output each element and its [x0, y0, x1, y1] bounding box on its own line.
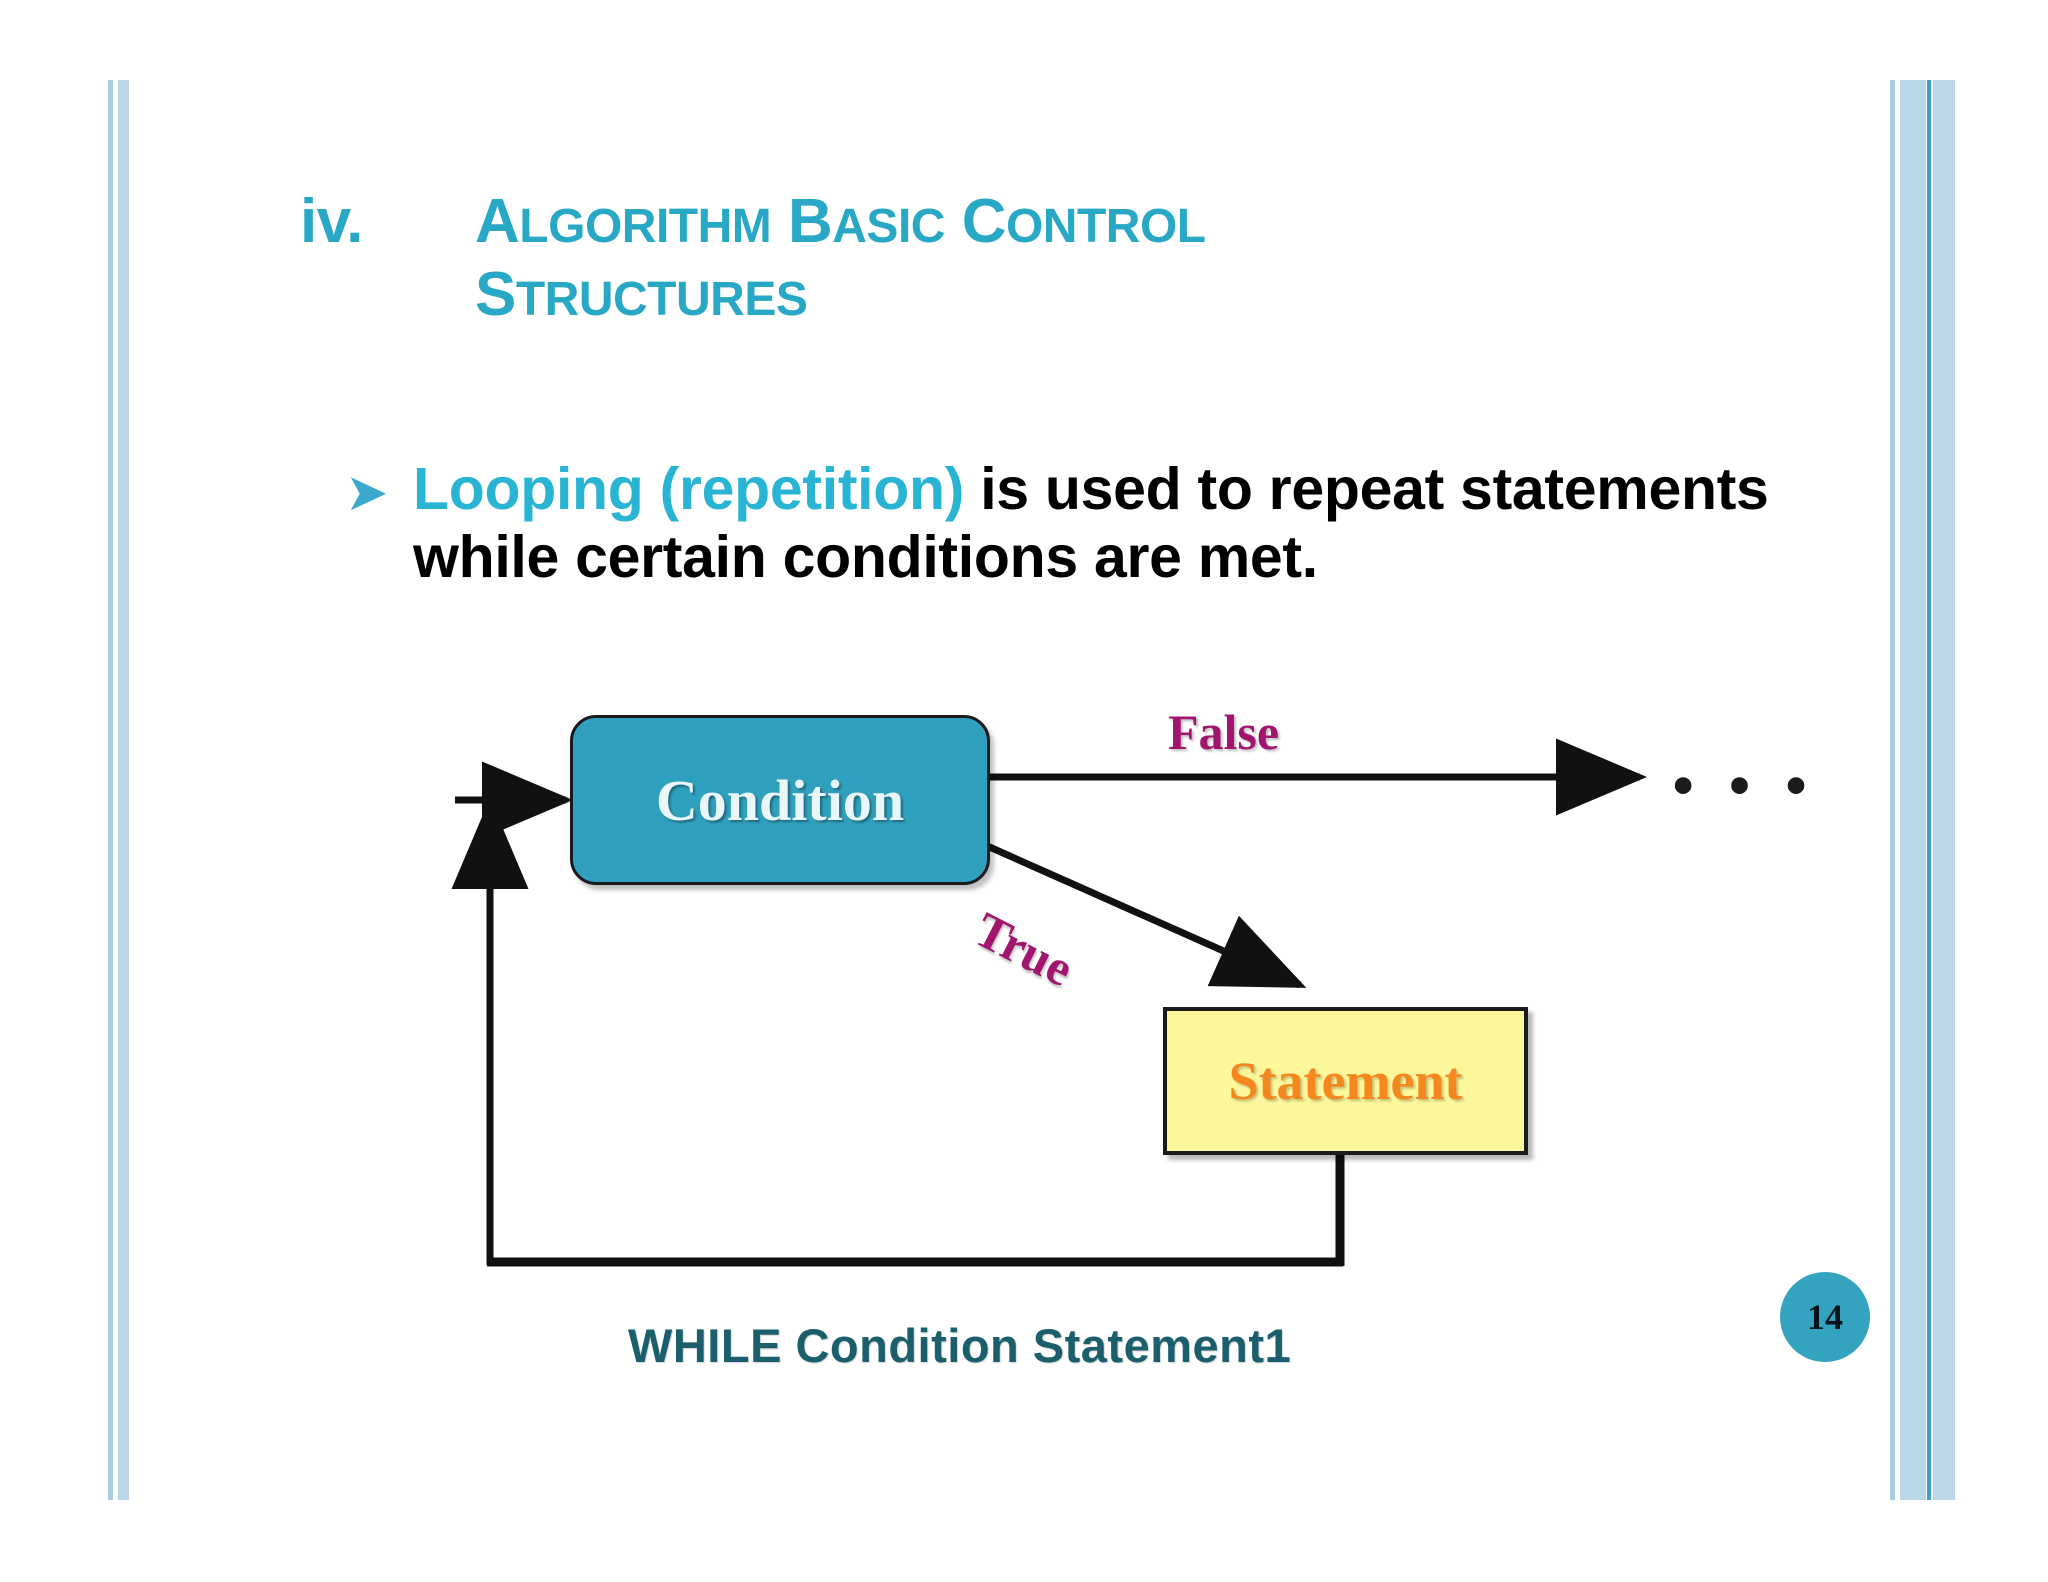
- false-branch-label: False: [1168, 704, 1280, 760]
- left-accent-stripe-1: [108, 80, 113, 1500]
- bullet-remainder: is used to repeat statements while certa…: [413, 456, 1769, 591]
- condition-node[interactable]: Condition: [570, 715, 990, 885]
- title-word-4-lead: S: [475, 260, 516, 330]
- arrow-bullet-icon: ➤: [345, 464, 389, 522]
- flowchart-caption: WHILE Condition Statement1: [628, 1319, 1292, 1372]
- page-number-badge: 14: [1780, 1272, 1870, 1362]
- page-number-text: 14: [1807, 1297, 1843, 1337]
- right-accent-stripe-3: [1927, 80, 1931, 1500]
- condition-node-label: Condition: [655, 767, 905, 833]
- right-accent-stripe-4: [1933, 80, 1955, 1500]
- slide-title: iv. ALGORITHM BASIC CONTROL STRUCTURES: [300, 185, 1720, 331]
- bullet-text: Looping (repetition) is used to repeat s…: [413, 455, 1845, 592]
- continuation-ellipsis: • • •: [1673, 753, 1817, 818]
- bullet-highlight-term: Looping (repetition): [413, 456, 965, 522]
- title-word-2-lead: B: [787, 187, 833, 256]
- title-word-3-lead: C: [961, 187, 1007, 256]
- title-word-2-rest: ASIC: [832, 200, 945, 253]
- title-line-2: STRUCTURES: [300, 258, 1720, 331]
- bullet-item: ➤ Looping (repetition) is used to repeat…: [345, 455, 1845, 592]
- true-branch-arrow: [983, 841, 1307, 989]
- title-word-1-lead: A: [475, 187, 520, 256]
- title-word-1-rest: LGORITHM: [519, 200, 772, 253]
- title-line-1: iv. ALGORITHM BASIC CONTROL: [300, 185, 1720, 258]
- statement-node[interactable]: Statement: [1163, 1007, 1528, 1155]
- title-word-4-rest: TRUCTURES: [515, 273, 808, 327]
- title-enumerator: iv.: [300, 187, 363, 256]
- right-accent-stripe-1: [1890, 80, 1895, 1500]
- right-accent-stripe-2: [1900, 80, 1926, 1500]
- left-accent-stripe-2: [118, 80, 129, 1500]
- title-word-3-rest: ONTROL: [1005, 200, 1206, 253]
- statement-node-label: Statement: [1228, 1051, 1463, 1111]
